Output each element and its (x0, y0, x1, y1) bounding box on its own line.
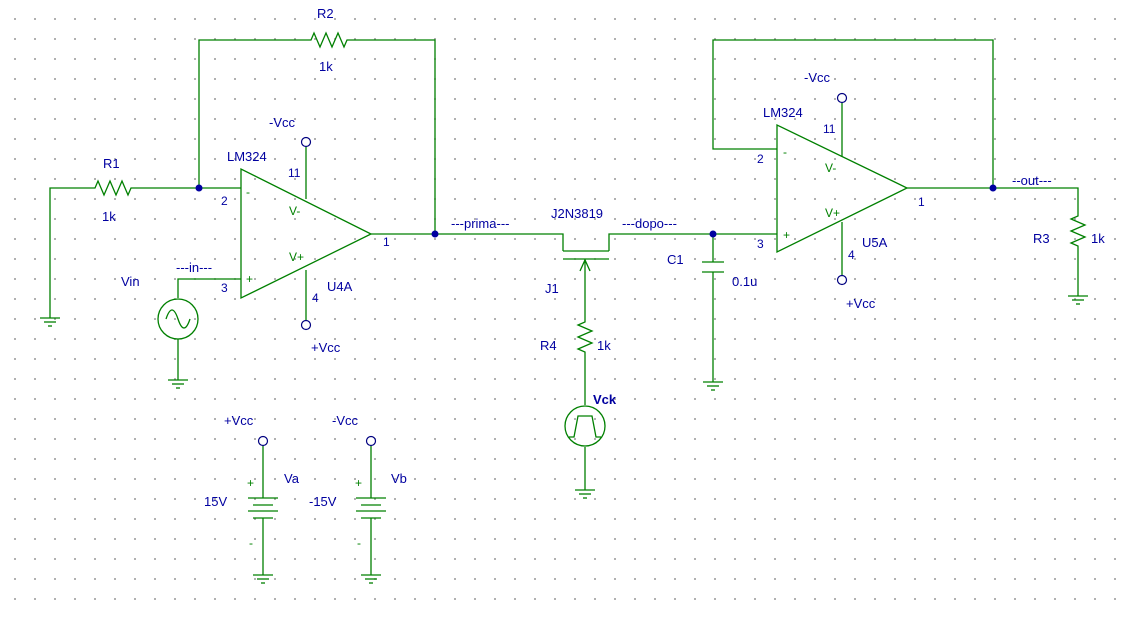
va-ref-label: Va (284, 471, 300, 486)
junction-dot (709, 230, 717, 238)
u4a-pin-inv: 2 (221, 194, 228, 208)
net-out-label: --out--- (1012, 173, 1052, 188)
u4a-pin-vneg: 11 (288, 166, 301, 180)
u5a-pin-out: 1 (918, 195, 925, 209)
gate-arrow-icon (579, 258, 591, 272)
dc-source-va (248, 497, 278, 519)
u5a-pin-vneg: 11 (823, 122, 836, 136)
u4a-plus-sign: + (246, 272, 253, 286)
jfet-j1 (563, 250, 609, 272)
ground-symbols (40, 295, 1088, 584)
u4a-neg-supply-label: -Vcc (269, 115, 296, 130)
terminal-icon (836, 92, 848, 104)
wire-in (177, 278, 241, 298)
terminal-icon (836, 274, 848, 286)
vck-ref-label: Vck (593, 392, 617, 407)
junction-dot (431, 230, 439, 238)
u4a-pos-supply-label: +Vcc (311, 340, 341, 355)
va-value-label: 15V (204, 494, 227, 509)
terminal-icon (257, 435, 269, 447)
ground-icon (361, 574, 381, 584)
u4a-minus-sign: - (246, 185, 250, 199)
ground-icon (575, 489, 595, 499)
vb-value-label: -15V (309, 494, 337, 509)
r3-ref-label: R3 (1033, 231, 1050, 246)
r1-ref-label: R1 (103, 156, 120, 171)
resistor-r3 (1069, 212, 1087, 254)
r2-ref-label: R2 (317, 6, 334, 21)
j1-part-label: J2N3819 (551, 206, 603, 221)
power-terminals (257, 92, 848, 447)
wire-feedback-left (198, 39, 303, 188)
opamp-u4a (240, 167, 373, 300)
u5a-ref-label: U5A (862, 235, 888, 250)
wires (49, 39, 1079, 575)
vb-minus-sign: - (357, 536, 361, 550)
ground-icon (1068, 295, 1088, 305)
u4a-pin-out: 1 (383, 235, 390, 249)
terminal-icon (365, 435, 377, 447)
ground-icon (40, 317, 60, 327)
wire-feedback-right (355, 39, 436, 234)
net-dopo-label: ---dopo--- (622, 216, 677, 231)
wire-prima (435, 233, 564, 251)
u5a-pin-vpos: 4 (848, 248, 855, 262)
terminal-icon (300, 136, 312, 148)
u5a-vminus-label: V- (825, 161, 836, 175)
net-in-label: ---in--- (176, 260, 212, 275)
junctions (195, 184, 997, 238)
junction-dot (195, 184, 203, 192)
u5a-pin-noninv: 3 (757, 237, 764, 251)
junction-dot (989, 184, 997, 192)
va-plus-sign: + (247, 476, 254, 490)
u5a-part-label: LM324 (763, 105, 803, 120)
u5a-plus-sign: + (783, 228, 790, 242)
r3-value-label: 1k (1091, 231, 1105, 246)
r1-value-label: 1k (102, 209, 116, 224)
sine-source-vin (157, 298, 199, 340)
u4a-ref-label: U4A (327, 279, 353, 294)
dc-source-vb (356, 497, 386, 519)
u4a-vplus-label: V+ (289, 250, 304, 264)
u5a-neg-supply-label: -Vcc (804, 70, 831, 85)
c1-ref-label: C1 (667, 252, 684, 267)
vb-plus-sign: + (355, 476, 362, 490)
ground-icon (253, 574, 273, 584)
u5a-pin-inv: 2 (757, 152, 764, 166)
wire-r1-ground (49, 187, 83, 318)
ground-icon (703, 381, 723, 391)
u4a-pin-noninv: 3 (221, 281, 228, 295)
terminal-icon (300, 319, 312, 331)
resistor-r1 (83, 179, 137, 197)
pulse-source-vck (564, 405, 606, 447)
u4a-vminus-label: V- (289, 204, 300, 218)
vb-node-label: -Vcc (332, 413, 359, 428)
capacitor-c1 (702, 261, 724, 273)
j1-ref-label: J1 (545, 281, 559, 296)
wire-buffer-feedback (712, 39, 994, 188)
u5a-vplus-label: V+ (825, 206, 840, 220)
resistor-r2 (303, 31, 355, 49)
r2-value-label: 1k (319, 59, 333, 74)
r4-ref-label: R4 (540, 338, 557, 353)
r4-value-label: 1k (597, 338, 611, 353)
va-minus-sign: - (249, 536, 253, 550)
u5a-pos-supply-label: +Vcc (846, 296, 876, 311)
wire-dopo (608, 233, 777, 251)
resistor-r4 (576, 318, 594, 356)
u5a-minus-sign: - (783, 145, 787, 159)
c1-value-label: 0.1u (732, 274, 757, 289)
ground-icon (168, 379, 188, 389)
va-node-label: +Vcc (224, 413, 254, 428)
vin-ref-label: Vin (121, 274, 140, 289)
wire-out (907, 187, 1079, 212)
opamp-u5a (776, 123, 909, 254)
u4a-part-label: LM324 (227, 149, 267, 164)
net-prima-label: ---prima--- (451, 216, 509, 231)
vb-ref-label: Vb (391, 471, 407, 486)
u4a-pin-vpos: 4 (312, 291, 319, 305)
